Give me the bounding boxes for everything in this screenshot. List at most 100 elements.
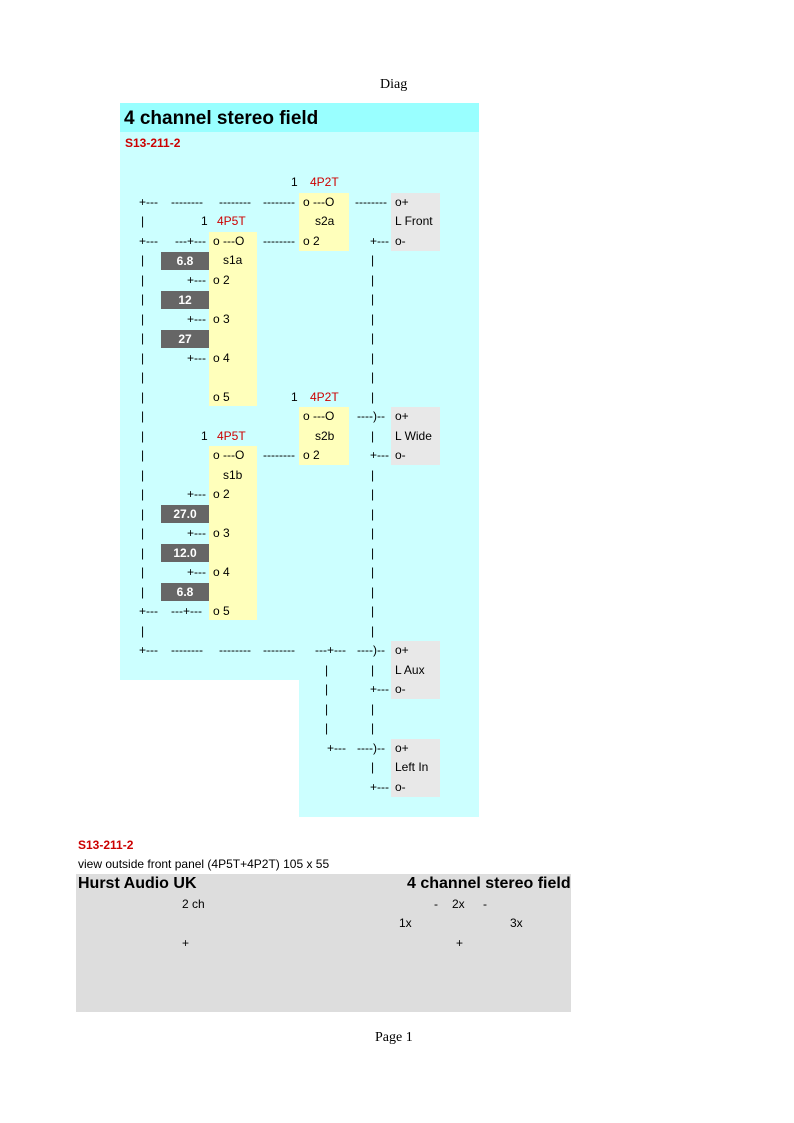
wire: |: [371, 721, 375, 735]
wire: |: [371, 565, 375, 579]
panel-caption: view outside front panel (4P5T+4P2T) 105…: [78, 857, 330, 871]
wire: +---: [370, 682, 389, 696]
wire: |: [141, 585, 145, 599]
s2b-pole2: o 2: [303, 448, 320, 462]
panel-product: 4 channel stereo field: [407, 875, 571, 892]
panel-label-2ch: 2 ch: [182, 897, 205, 911]
wire: --------: [263, 643, 295, 657]
wire: --------: [219, 195, 251, 209]
diagram-code: S13-211-2: [125, 136, 181, 150]
wire: +---: [139, 643, 158, 657]
wire: |: [371, 312, 375, 326]
s2a-pole2: o 2: [303, 234, 320, 248]
wire: |: [141, 546, 145, 560]
wire: ----)--: [357, 409, 385, 423]
wire: --------: [171, 643, 203, 657]
wire: +---: [187, 273, 206, 287]
wire: ---+---: [315, 643, 346, 657]
output-box-wide: [391, 407, 440, 465]
wire: |: [141, 370, 145, 384]
panel-label-1x: 1x: [399, 916, 412, 930]
s1a-pole1: o ---O: [213, 234, 245, 248]
wire: |: [141, 214, 145, 228]
wire: |: [141, 409, 145, 423]
wire: |: [141, 624, 145, 638]
wire: --------: [355, 195, 387, 209]
s2a-name: s2a: [315, 214, 335, 228]
resistor-a-2: 12: [161, 291, 209, 309]
switch-s1a-body: [209, 232, 257, 406]
resistor-b-1: 27.0: [161, 505, 209, 523]
panel-brand: Hurst Audio UK: [78, 875, 197, 892]
output-left-in-minus: o-: [395, 780, 406, 794]
wire: +---: [370, 448, 389, 462]
s1b-number: 1: [201, 429, 208, 443]
wire: --------: [263, 195, 295, 209]
switch-s1b-body: [209, 446, 257, 620]
wire: |: [371, 429, 375, 443]
diagram-background-lower: [299, 680, 479, 817]
front-panel: [76, 874, 571, 1012]
panel-dot-left: -: [434, 897, 438, 911]
panel-knob-left: +: [182, 936, 190, 950]
wire: +---: [139, 234, 158, 248]
s1a-number: 1: [201, 214, 208, 228]
wire: |: [371, 331, 375, 345]
wire: +---: [187, 351, 206, 365]
wire: |: [371, 468, 375, 482]
s1a-name: s1a: [223, 253, 243, 267]
wire: |: [371, 253, 375, 267]
s1b-type: 4P5T: [217, 429, 246, 443]
wire: --------: [219, 643, 251, 657]
wire: ---+---: [171, 604, 202, 618]
s2a-type: 4P2T: [310, 175, 339, 189]
wire: +---: [370, 234, 389, 248]
page-header-title: Diag: [380, 77, 408, 92]
panel-knob-right: +: [456, 936, 464, 950]
wire: |: [141, 273, 145, 287]
s2a-pole1: o ---O: [303, 195, 335, 209]
switch-s2a-body: [299, 193, 349, 251]
wire: |: [371, 663, 375, 677]
resistor-b-2: 12.0: [161, 544, 209, 562]
wire: |: [141, 292, 145, 306]
wire: |: [141, 507, 145, 521]
wire: --------: [171, 195, 203, 209]
s1b-pos3: o 3: [213, 526, 230, 540]
wire: |: [141, 390, 145, 404]
output-wide-label: L Wide: [395, 429, 432, 443]
wire: |: [371, 585, 375, 599]
output-left-in-label: Left In: [395, 760, 429, 774]
resistor-a-3: 27: [161, 330, 209, 348]
s1a-pos3: o 3: [213, 312, 230, 326]
wire: ----)--: [357, 741, 385, 755]
s1a-pos4: o 4: [213, 351, 230, 365]
s1b-pos5: o 5: [213, 604, 230, 618]
wire: +---: [370, 780, 389, 794]
wire: |: [371, 292, 375, 306]
wire: |: [141, 312, 145, 326]
wire: |: [371, 526, 375, 540]
panel-code: S13-211-2: [78, 838, 134, 852]
switch-s2b-body: [299, 407, 349, 465]
s2b-number: 1: [291, 390, 298, 404]
wire: |: [371, 273, 375, 287]
wire: |: [141, 331, 145, 345]
panel-dot-right: -: [483, 897, 487, 911]
wire: |: [371, 507, 375, 521]
wire: +---: [327, 741, 346, 755]
wire: |: [325, 721, 329, 735]
wire: |: [371, 487, 375, 501]
wire: |: [371, 351, 375, 365]
wire: --------: [263, 448, 295, 462]
wire: --------: [263, 234, 295, 248]
wire: |: [141, 565, 145, 579]
output-wide-minus: o-: [395, 448, 406, 462]
wire: |: [141, 487, 145, 501]
resistor-a-1: 6.8: [161, 252, 209, 270]
output-front-label: L Front: [395, 214, 433, 228]
s2b-pole1: o ---O: [303, 409, 335, 423]
wire: +---: [187, 312, 206, 326]
s1b-pole1: o ---O: [213, 448, 245, 462]
output-aux-plus: o+: [395, 643, 409, 657]
